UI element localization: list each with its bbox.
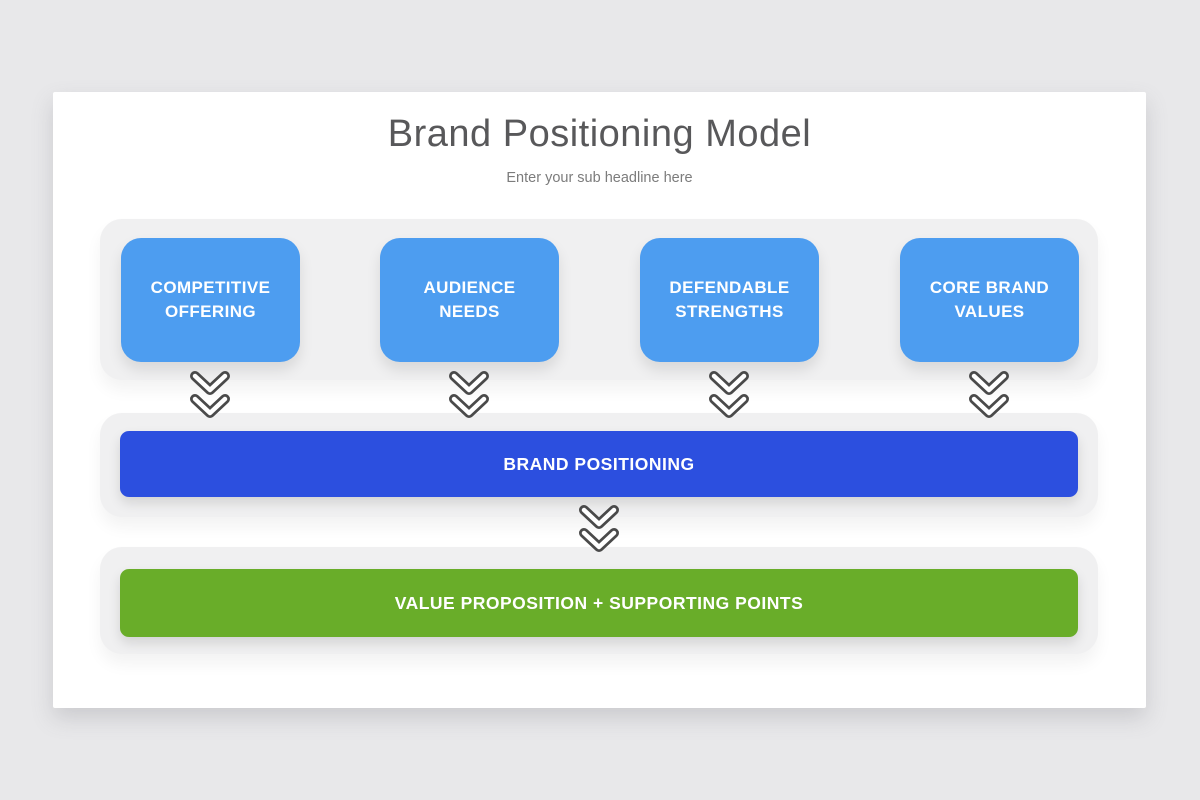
input-box-label: AUDIENCE NEEDS bbox=[423, 278, 516, 321]
input-box-label: COMPETITIVE OFFERING bbox=[150, 278, 271, 321]
input-box-audience-needs: AUDIENCE NEEDS bbox=[380, 238, 559, 362]
value-proposition-label: VALUE PROPOSITION + SUPPORTING POINTS bbox=[394, 592, 804, 613]
input-box-label: DEFENDABLE STRENGTHS bbox=[669, 278, 790, 321]
slide-canvas: Brand Positioning Model Enter your sub h… bbox=[53, 92, 1146, 708]
brand-positioning-bar: BRAND POSITIONING bbox=[120, 431, 1078, 497]
double-chevron-down-icon bbox=[449, 371, 489, 418]
input-box-defendable-strengths: DEFENDABLE STRENGTHS bbox=[640, 238, 819, 362]
input-box-core-brand-values: CORE BRAND VALUES bbox=[900, 238, 1079, 362]
page-subtitle: Enter your sub headline here bbox=[506, 170, 693, 186]
double-chevron-down-icon bbox=[579, 505, 619, 552]
page-title: Brand Positioning Model bbox=[387, 113, 812, 155]
input-box-competitive-offering: COMPETITIVE OFFERING bbox=[121, 238, 300, 362]
input-box-label: CORE BRAND VALUES bbox=[929, 278, 1050, 321]
value-proposition-bar: VALUE PROPOSITION + SUPPORTING POINTS bbox=[120, 569, 1078, 637]
double-chevron-down-icon bbox=[190, 371, 230, 418]
double-chevron-down-icon bbox=[709, 371, 749, 418]
brand-positioning-label: BRAND POSITIONING bbox=[503, 453, 695, 474]
double-chevron-down-icon bbox=[969, 371, 1009, 418]
